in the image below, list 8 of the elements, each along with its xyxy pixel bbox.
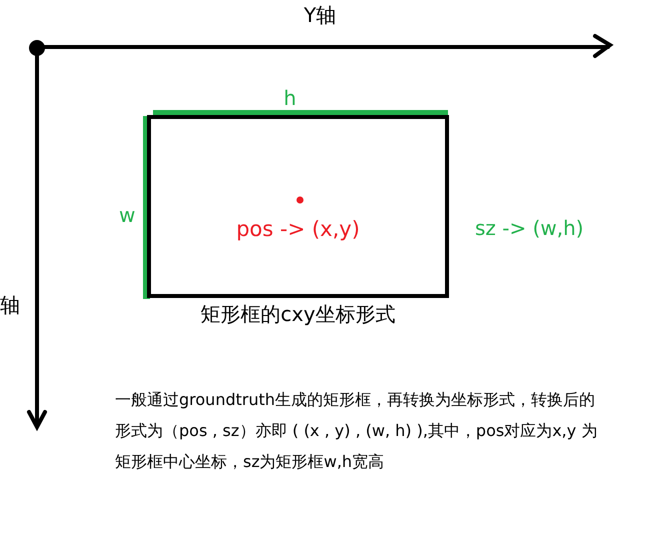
axis-label: 轴 xyxy=(0,295,20,315)
dimension-label: w xyxy=(119,205,136,225)
dimension-label: h xyxy=(284,88,296,108)
size-label: sz -> (w,h) xyxy=(475,218,584,238)
center-label: pos -> (x,y) xyxy=(236,219,360,240)
axis-label: Y轴 xyxy=(304,5,336,25)
node-label: 矩形框的cxy坐标形式 xyxy=(200,304,396,324)
description-text: 一般通过groundtruth生成的矩形框，再转换为坐标形式，转换后的形式为（pos , sz）亦即 ( (x , y) , (w, h) ),其中，pos对应为x,y 为矩形框中心坐标，sz为矩形框w,h宽高 xyxy=(115,389,598,473)
